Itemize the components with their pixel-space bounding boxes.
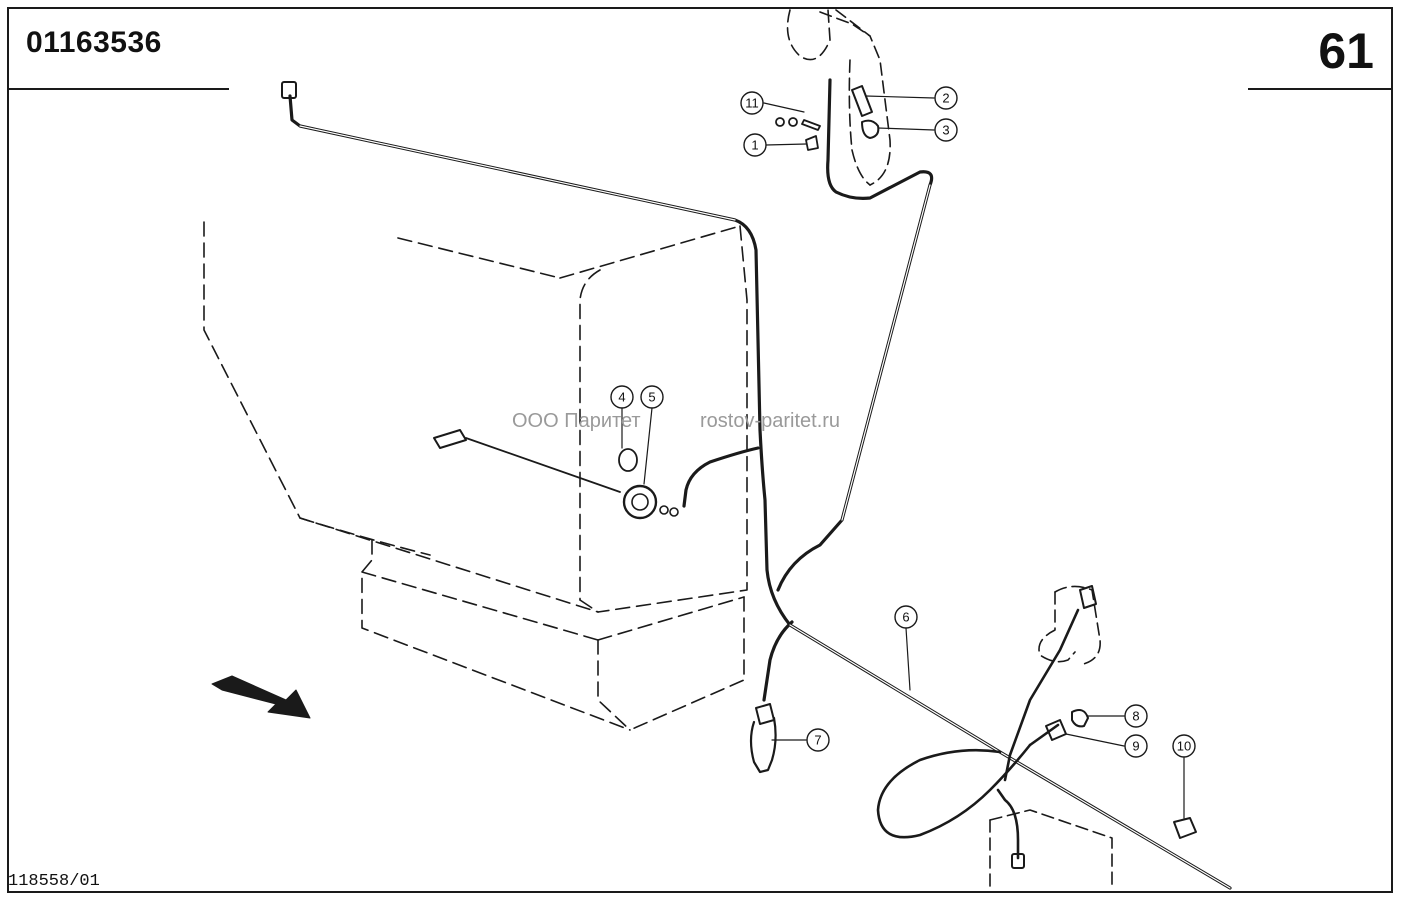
grommet-5-clip-b bbox=[669, 507, 679, 517]
plug-connector-2 bbox=[851, 85, 873, 117]
header-rule-left bbox=[7, 88, 229, 90]
connector-lower-right bbox=[1079, 585, 1097, 609]
seat-sensor bbox=[433, 429, 467, 449]
grommet-5-inner bbox=[631, 493, 649, 511]
screw-11 bbox=[801, 119, 821, 131]
leader-lines bbox=[621, 95, 1185, 819]
callout-label-2: 2 bbox=[942, 91, 949, 106]
header-rule-right bbox=[1248, 88, 1393, 90]
grommet-5-clip-a bbox=[659, 505, 669, 515]
clip-1 bbox=[805, 135, 819, 151]
callout-label-3: 3 bbox=[942, 123, 949, 138]
callout-circle-8 bbox=[1124, 704, 1148, 728]
o-ring-4 bbox=[618, 448, 638, 472]
washer-11a bbox=[775, 117, 785, 127]
connector-plug-top-left bbox=[281, 81, 297, 99]
callout-circle-1 bbox=[743, 133, 767, 157]
callout-label-9: 9 bbox=[1132, 739, 1139, 754]
clip-10 bbox=[1173, 817, 1197, 839]
callout-label-10: 10 bbox=[1177, 739, 1191, 754]
callout-label-5: 5 bbox=[648, 390, 655, 405]
callout-circle-7 bbox=[806, 728, 830, 752]
harness-loop bbox=[876, 608, 1080, 860]
callout-label-4: 4 bbox=[618, 390, 625, 405]
callout-label-1: 1 bbox=[751, 138, 758, 153]
page-number: 61 bbox=[1318, 23, 1374, 79]
nut-3 bbox=[861, 119, 880, 139]
callout-circle-10 bbox=[1172, 734, 1196, 758]
callout-circle-2 bbox=[934, 86, 958, 110]
connector-lower bbox=[1011, 853, 1025, 869]
callout-circle-4 bbox=[610, 385, 634, 409]
seat-cushion-outline bbox=[361, 539, 745, 731]
direction-arrow-icon bbox=[211, 675, 311, 719]
page-frame bbox=[7, 7, 1393, 893]
sensor-7-cap bbox=[755, 703, 775, 725]
seat-back-outline bbox=[203, 221, 748, 613]
drawing-number: 118558/01 bbox=[8, 872, 100, 891]
callout-label-6: 6 bbox=[902, 610, 909, 625]
sensor-7-body bbox=[749, 716, 777, 774]
callout-circle-11 bbox=[740, 91, 764, 115]
lower-bracket-outline bbox=[989, 585, 1113, 891]
watermark-company: ООО Паритет bbox=[512, 410, 641, 432]
callout-label-7: 7 bbox=[814, 733, 821, 748]
harness-main bbox=[288, 78, 1232, 890]
grommet-5 bbox=[622, 484, 658, 520]
callout-circle-6 bbox=[894, 605, 918, 629]
part-number: 01163536 bbox=[26, 26, 162, 59]
callout-circle-3 bbox=[934, 118, 958, 142]
callout-label-11: 11 bbox=[745, 96, 759, 111]
watermark-website: rostov-paritet.ru bbox=[700, 410, 841, 432]
washer-11b bbox=[788, 117, 798, 127]
sensor-rod bbox=[465, 437, 621, 493]
switch-clip-8 bbox=[1071, 709, 1089, 728]
upper-bracket-outline bbox=[786, 9, 891, 186]
callout-circle-5 bbox=[640, 385, 664, 409]
callout-label-8: 8 bbox=[1132, 709, 1139, 724]
callout-circle-9 bbox=[1124, 734, 1148, 758]
